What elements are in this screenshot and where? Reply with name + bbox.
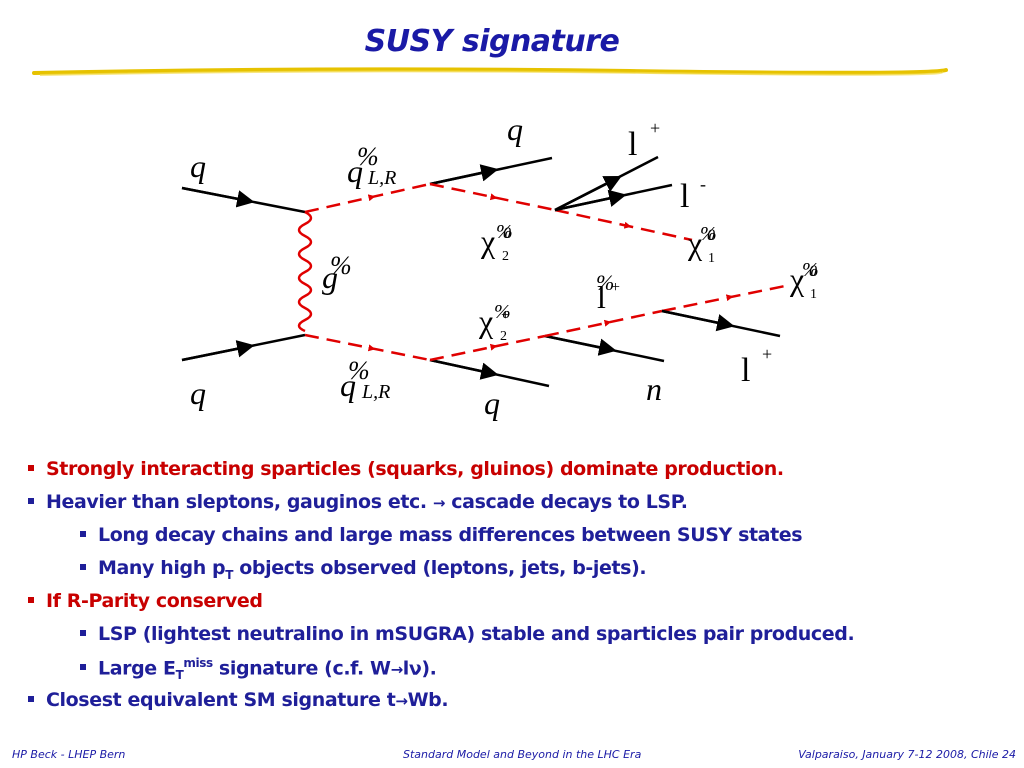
label-q-top-out: q bbox=[507, 111, 523, 147]
gluino-line bbox=[297, 210, 313, 333]
bullet-marker bbox=[80, 531, 86, 537]
bullet-marker bbox=[80, 630, 86, 636]
svg-text:0: 0 bbox=[707, 227, 715, 244]
footer-center: Standard Model and Beyond in the LHC Era bbox=[403, 748, 642, 761]
label-squark-top: % q L,R bbox=[347, 142, 396, 189]
lepton-minus-line bbox=[554, 183, 673, 212]
svg-text:χ: χ bbox=[789, 261, 805, 297]
label-squark-bottom: % q L,R bbox=[340, 356, 390, 403]
svg-text:1: 1 bbox=[708, 251, 715, 266]
title-underline bbox=[32, 67, 948, 76]
label-lepton-plus-top: l + bbox=[628, 118, 660, 163]
svg-text:l: l bbox=[680, 178, 689, 215]
arrow-icon: → bbox=[432, 494, 446, 512]
slepton-line bbox=[544, 309, 663, 338]
svg-text:%: % bbox=[330, 251, 352, 280]
footer-right: Valparaiso, January 7-12 2008, Chile 24 bbox=[798, 748, 1016, 761]
lepton-plus-top-line bbox=[554, 155, 659, 212]
svg-text:%: % bbox=[357, 142, 379, 171]
label-slepton: l % + bbox=[596, 270, 620, 315]
chargino-bottom-line bbox=[429, 334, 546, 362]
bullet-item: If R-Parity conserved bbox=[28, 590, 263, 612]
label-lepton-plus-bottom: l + bbox=[741, 344, 772, 389]
svg-text:0: 0 bbox=[809, 263, 817, 280]
slide-title: SUSY signature bbox=[364, 24, 620, 59]
svg-text:%: % bbox=[700, 223, 717, 245]
label-gluino: % g bbox=[322, 251, 352, 295]
svg-text:q: q bbox=[340, 367, 356, 403]
label-q-bottom-out: q bbox=[484, 385, 500, 421]
label-chargino2-bottom: χ % + 2 bbox=[478, 301, 511, 344]
feynman-diagram: q q q q % q L,R % q L,R % g χ % 0 2 χ % … bbox=[181, 111, 819, 421]
footer-left: HP Beck - LHEP Bern bbox=[12, 748, 126, 761]
svg-text:L,R: L,R bbox=[367, 167, 396, 189]
svg-text:+: + bbox=[650, 118, 660, 138]
bullet-marker bbox=[28, 597, 34, 603]
svg-text:1: 1 bbox=[810, 287, 817, 302]
label-neutrino: n bbox=[646, 371, 662, 407]
svg-text:%: % bbox=[596, 270, 614, 295]
svg-text:χ: χ bbox=[478, 303, 494, 339]
svg-text:2: 2 bbox=[500, 329, 507, 344]
quark-out-top bbox=[429, 156, 553, 186]
incoming-quark-top bbox=[181, 186, 306, 214]
neutrino-line bbox=[544, 334, 665, 363]
bullet-item: Heavier than sleptons, gauginos etc. → c… bbox=[28, 491, 688, 513]
bullet-item: Strongly interacting sparticles (squarks… bbox=[28, 458, 784, 480]
svg-text:l: l bbox=[741, 352, 750, 389]
svg-text:L,R: L,R bbox=[361, 381, 390, 403]
neutralino1-bottom-line bbox=[661, 283, 791, 313]
label-q-bottom-left: q bbox=[190, 375, 206, 411]
svg-text:%: % bbox=[802, 259, 819, 281]
svg-text:%: % bbox=[348, 356, 370, 385]
svg-text:0: 0 bbox=[503, 225, 511, 242]
bullet-marker bbox=[28, 498, 34, 504]
svg-text:q: q bbox=[347, 153, 363, 189]
lepton-plus-bottom-line bbox=[661, 309, 781, 338]
quark-out-bottom bbox=[429, 358, 550, 388]
arrow-icon: → bbox=[390, 660, 404, 679]
bullet-item: LSP (lightest neutralino in mSUGRA) stab… bbox=[80, 623, 855, 645]
label-lepton-minus: l - bbox=[680, 174, 706, 215]
incoming-quark-bottom bbox=[181, 333, 306, 362]
svg-text:l: l bbox=[597, 279, 606, 315]
neutralino1-top-line bbox=[554, 208, 693, 242]
bullet-item: Long decay chains and large mass differe… bbox=[80, 524, 803, 546]
svg-text:%: % bbox=[494, 301, 511, 323]
bullet-marker bbox=[28, 696, 34, 702]
svg-text:+: + bbox=[501, 307, 510, 324]
neutralino2-top-line bbox=[429, 182, 556, 212]
svg-text:+: + bbox=[611, 279, 620, 296]
bullet-item: Large ETmiss signature (c.f. W→lν). bbox=[80, 656, 437, 682]
label-neutralino1-bottom: χ % 0 1 bbox=[789, 259, 819, 302]
svg-text:g: g bbox=[322, 259, 338, 295]
svg-text:+: + bbox=[762, 344, 772, 364]
bullet-marker bbox=[80, 564, 86, 570]
svg-text:l: l bbox=[628, 126, 637, 163]
bullet-item: Closest equivalent SM signature t→Wb. bbox=[28, 689, 449, 711]
label-neutralino1-top: χ % 0 1 bbox=[687, 223, 717, 266]
svg-text:χ: χ bbox=[687, 225, 703, 261]
svg-text:χ: χ bbox=[480, 223, 496, 259]
label-q-top-left: q bbox=[190, 148, 206, 184]
svg-text:-: - bbox=[700, 174, 706, 194]
bullet-marker bbox=[28, 465, 34, 471]
bullet-item: Many high pT objects observed (leptons, … bbox=[80, 557, 647, 582]
label-neutralino2-top: χ % 0 2 bbox=[480, 221, 513, 264]
svg-text:%: % bbox=[496, 221, 513, 243]
svg-text:2: 2 bbox=[502, 249, 509, 264]
bullet-marker bbox=[80, 664, 86, 671]
arrow-icon: → bbox=[395, 692, 408, 710]
